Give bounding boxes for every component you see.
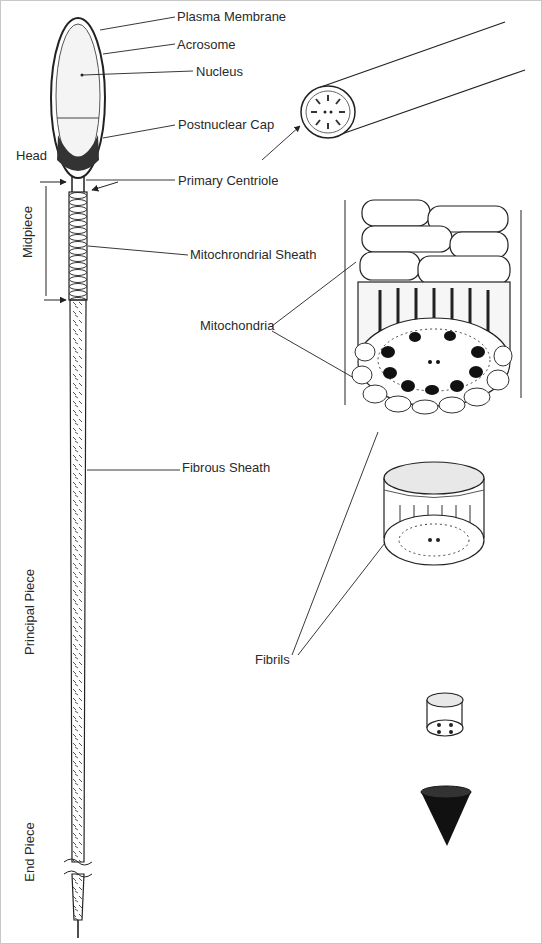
part-label: Fibrils [255, 652, 290, 667]
leader-lines [83, 17, 395, 655]
mitochondrial-sheath [69, 192, 87, 300]
part-label: Mitochrondrial Sheath [190, 247, 316, 262]
end-piece [72, 874, 84, 920]
tail-tip-cone [421, 786, 471, 846]
principal-piece-section [384, 462, 484, 565]
part-label: Primary Centriole [178, 173, 278, 188]
region-label: Principal Piece [22, 569, 37, 655]
region-brackets [40, 182, 118, 300]
part-label: Fibrous Sheath [182, 460, 270, 475]
part-label: Postnuclear Cap [178, 117, 274, 132]
part-label: Mitochondria [200, 318, 274, 333]
part-label: Plasma Membrane [177, 9, 286, 24]
part-label: Nucleus [196, 64, 243, 79]
part-label: Acrosome [177, 37, 236, 52]
region-label: End Piece [22, 822, 37, 881]
principal-piece [70, 300, 86, 862]
sperm-head [51, 18, 105, 192]
region-label: Head [16, 148, 47, 163]
tail-tip [77, 920, 79, 938]
tail-cross-section [301, 22, 525, 138]
midpiece-section [345, 200, 521, 414]
end-piece-section [427, 693, 463, 736]
region-label: Midpiece [20, 206, 35, 258]
